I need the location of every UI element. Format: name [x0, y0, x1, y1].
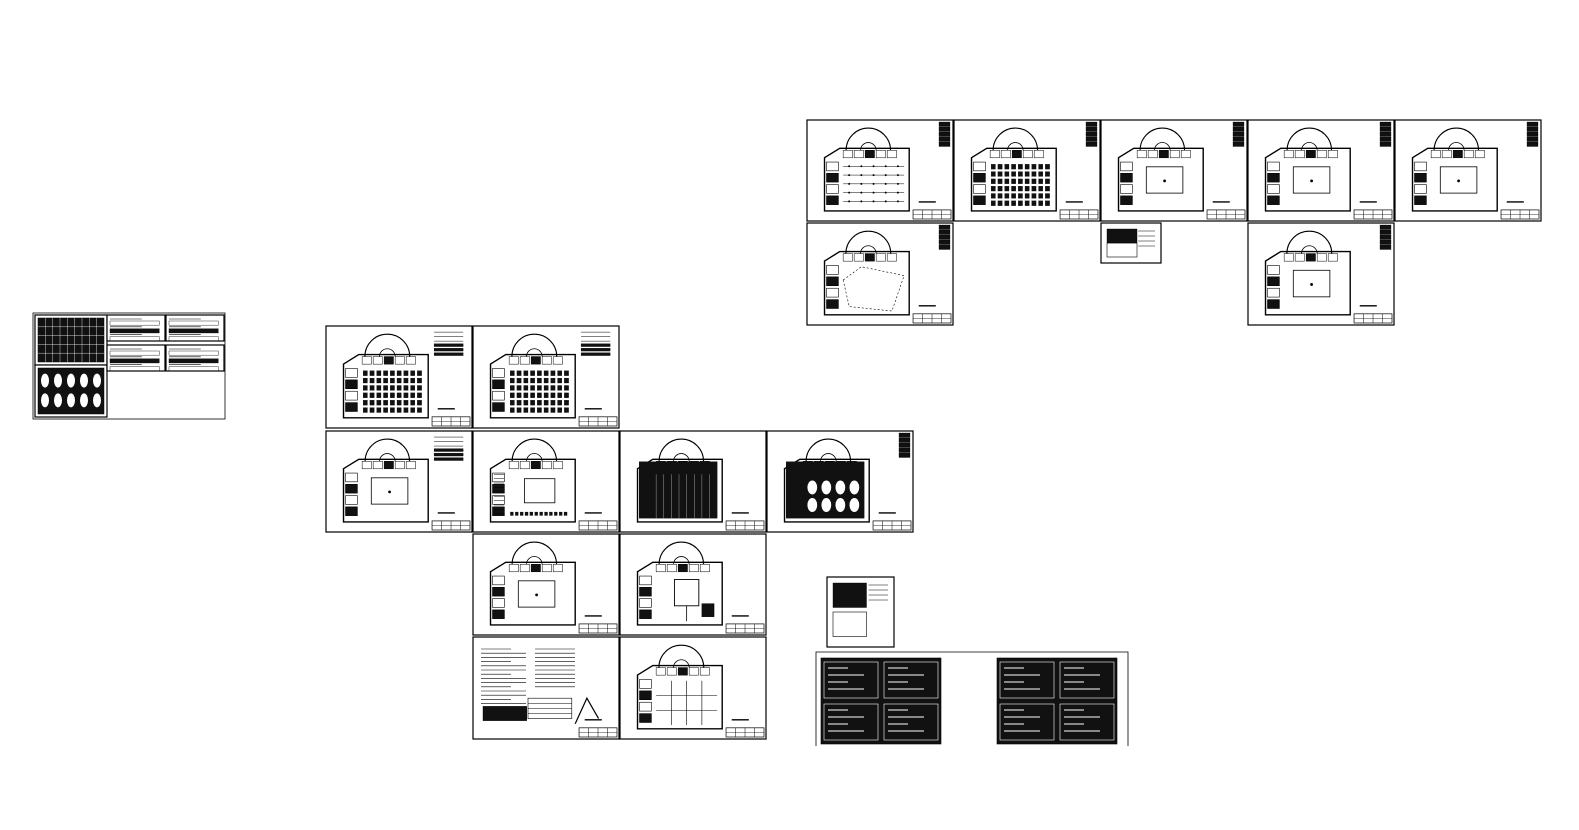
drawing-sheet-detail-panel[interactable] — [996, 657, 1118, 745]
drawing-sheet-detail-panel[interactable] — [820, 657, 942, 745]
drawing-sheet-elevation-list[interactable] — [106, 314, 166, 342]
drawing-sheet-plan-lines[interactable] — [806, 119, 954, 222]
drawing-sheet-plan-open[interactable] — [472, 533, 620, 636]
drawing-sheet-plan-open[interactable] — [1247, 119, 1395, 222]
drawing-sheet-elevation-list[interactable] — [106, 344, 166, 372]
drawing-sheet-elevation-list[interactable] — [165, 314, 225, 342]
drawing-sheet-plan-dark[interactable] — [619, 430, 767, 533]
drawing-sheet-ceiling-grid[interactable] — [34, 314, 108, 366]
drawing-sheet-plan-pattern[interactable] — [766, 430, 914, 533]
drawing-sheet-plan-hatched[interactable] — [472, 430, 620, 533]
drawing-sheet-plan-seating[interactable] — [472, 325, 620, 429]
ceiling-plan-sheets — [806, 119, 1542, 326]
drawing-sheet-plan-grid[interactable] — [619, 636, 767, 740]
drawing-sheet-plan-open[interactable] — [1100, 119, 1248, 222]
drawing-sheet-plan-open[interactable] — [1394, 119, 1542, 222]
drawing-sheet-plan-seating[interactable] — [953, 119, 1101, 222]
drawing-sheet-elevation-list[interactable] — [165, 344, 225, 372]
floor-plan-sheets — [325, 325, 914, 740]
left-index-sheet-set — [32, 312, 226, 420]
drawing-sheet-small-detail[interactable] — [826, 576, 895, 648]
drawing-sheet-notes-sheet[interactable] — [472, 636, 620, 740]
drawing-sheet-plan-open-notes[interactable] — [325, 430, 473, 533]
drawing-sheets — [32, 119, 1542, 746]
detail-sheets — [815, 576, 1129, 746]
drawing-sheet-plan-seating[interactable] — [325, 325, 473, 429]
drawing-sheet-small-detail[interactable] — [1100, 222, 1162, 264]
drawing-sheet-plan-dots[interactable] — [806, 222, 954, 326]
drawing-sheet-pattern-plan[interactable] — [34, 364, 108, 418]
drawing-sheet-plan-partition[interactable] — [619, 533, 767, 636]
drawing-sheet-plan-open[interactable] — [1247, 222, 1395, 326]
